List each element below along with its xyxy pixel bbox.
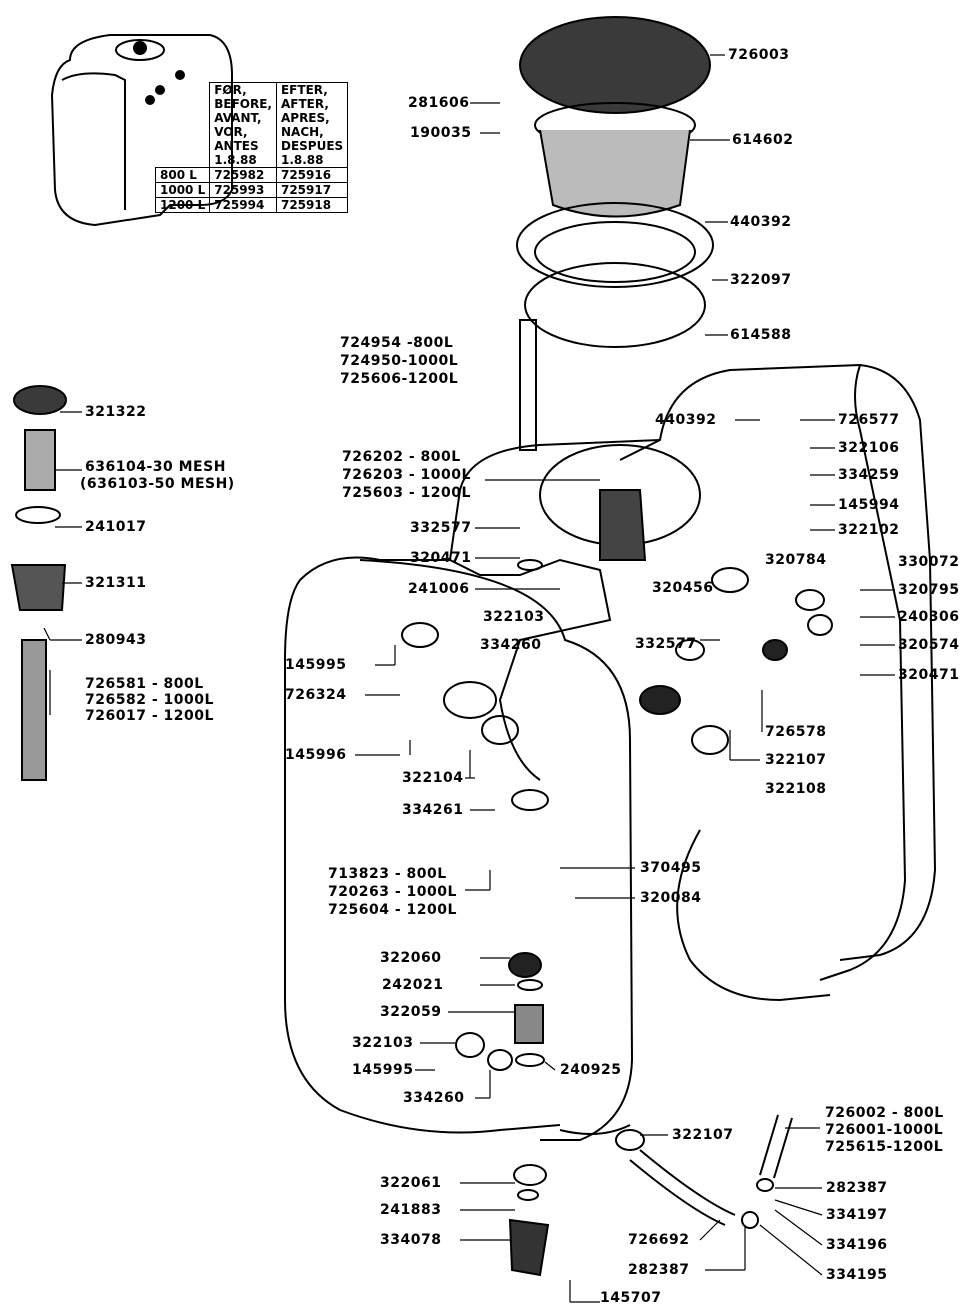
part-label: 726324: [285, 687, 347, 703]
header-after: EFTER, AFTER, APRES, NACH, DESPUES 1.8.8…: [275, 82, 349, 168]
part-label: 320574: [898, 637, 960, 653]
part-label: 614602: [732, 132, 794, 148]
table-row: 1000 L 725993 725917: [154, 182, 349, 198]
part-label: 322104: [402, 770, 464, 786]
part-label: 334078: [380, 1232, 442, 1248]
part-label: 334261: [402, 802, 464, 818]
part-label: 332577: [410, 520, 472, 536]
part-label: 334195: [826, 1267, 888, 1283]
part-label: 334196: [826, 1237, 888, 1253]
part-label: 322107: [765, 752, 827, 768]
part-label: 322097: [730, 272, 792, 288]
part-label: 281606: [408, 95, 470, 111]
part-label: 322103: [352, 1035, 414, 1051]
part-label: 725603 - 1200L: [342, 485, 471, 501]
row-size: 1000 L: [154, 182, 211, 198]
part-label: 726202 - 800L: [342, 449, 461, 465]
part-label: 282387: [628, 1262, 690, 1278]
row-before: 725994: [209, 197, 277, 213]
part-label: 322102: [838, 522, 900, 538]
part-label: 241006: [408, 581, 470, 597]
part-label: 370495: [640, 860, 702, 876]
part-label: 725615-1200L: [825, 1139, 944, 1155]
part-label: 726001-1000L: [825, 1122, 944, 1138]
row-after: 725916: [275, 167, 349, 183]
part-label: 241017: [85, 519, 147, 535]
part-label: 724954 -800L: [340, 335, 454, 351]
part-label: 636104-30 MESH: [85, 459, 226, 475]
part-label: 720263 - 1000L: [328, 884, 457, 900]
part-label: 280943: [85, 632, 147, 648]
part-label: 334260: [480, 637, 542, 653]
part-label: 240925: [560, 1062, 622, 1078]
part-label: 726003: [728, 47, 790, 63]
part-label: 322107: [672, 1127, 734, 1143]
part-label: 320471: [410, 550, 472, 566]
part-label: 322059: [380, 1004, 442, 1020]
part-number-table: FØR, BEFORE, AVANT, VOR, ANTES 1.8.88 EF…: [154, 82, 349, 213]
part-label: 282387: [826, 1180, 888, 1196]
part-label: 725604 - 1200L: [328, 902, 457, 918]
table-row: 1200 L 725994 725918: [154, 197, 349, 213]
part-label: (636103-50 MESH): [80, 476, 235, 492]
row-after: 725918: [275, 197, 349, 213]
part-label: 322061: [380, 1175, 442, 1191]
part-label: 725606-1200L: [340, 371, 459, 387]
part-label: 726577: [838, 412, 900, 428]
part-label: 321311: [85, 575, 147, 591]
strainer-assembly: [516, 16, 714, 348]
part-label: 724950-1000L: [340, 353, 459, 369]
table-corner: [156, 83, 210, 168]
part-label: 330072: [898, 554, 960, 570]
part-label: 726582 - 1000L: [85, 692, 214, 708]
row-after: 725917: [275, 182, 349, 198]
row-size: 800 L: [154, 167, 211, 183]
part-label: 145996: [285, 747, 347, 763]
part-label: 320471: [898, 667, 960, 683]
part-label: 726203 - 1000L: [342, 467, 471, 483]
part-label: 145995: [285, 657, 347, 673]
part-label: 145995: [352, 1062, 414, 1078]
part-label: 332577: [635, 636, 697, 652]
part-label: 614588: [730, 327, 792, 343]
row-before: 725993: [209, 182, 277, 198]
part-label: 334260: [403, 1090, 465, 1106]
part-label: 320456: [652, 580, 714, 596]
leader-lines: [43, 54, 895, 1303]
part-label: 322106: [838, 440, 900, 456]
part-label: 320084: [640, 890, 702, 906]
table-row: 800 L 725982 725916: [154, 167, 349, 183]
part-label: 321322: [85, 404, 147, 420]
row-before: 725982: [209, 167, 277, 183]
part-label: 190035: [410, 125, 472, 141]
part-label: 440392: [730, 214, 792, 230]
header-before: FØR, BEFORE, AVANT, VOR, ANTES 1.8.88: [209, 82, 277, 168]
part-label: 240306: [898, 609, 960, 625]
part-label: 334259: [838, 467, 900, 483]
part-label: 145994: [838, 497, 900, 513]
part-label: 726578: [765, 724, 827, 740]
part-label: 713823 - 800L: [328, 866, 447, 882]
center-fittings: [401, 319, 833, 1277]
part-label: 726002 - 800L: [825, 1105, 944, 1121]
part-label: 726017 - 1200L: [85, 708, 214, 724]
part-label: 322060: [380, 950, 442, 966]
part-label: 726581 - 800L: [85, 676, 204, 692]
drain-hose: [629, 1114, 793, 1229]
part-label: 334197: [826, 1207, 888, 1223]
part-label: 320784: [765, 552, 827, 568]
part-label: 145707: [600, 1290, 662, 1306]
part-label: 726692: [628, 1232, 690, 1248]
part-label: 241883: [380, 1202, 442, 1218]
row-size: 1200 L: [154, 197, 211, 213]
part-label: 440392: [655, 412, 717, 428]
part-label: 322108: [765, 781, 827, 797]
filler-assembly: [10, 385, 67, 781]
part-label: 320795: [898, 582, 960, 598]
part-label: 322103: [483, 609, 545, 625]
part-label: 242021: [382, 977, 444, 993]
